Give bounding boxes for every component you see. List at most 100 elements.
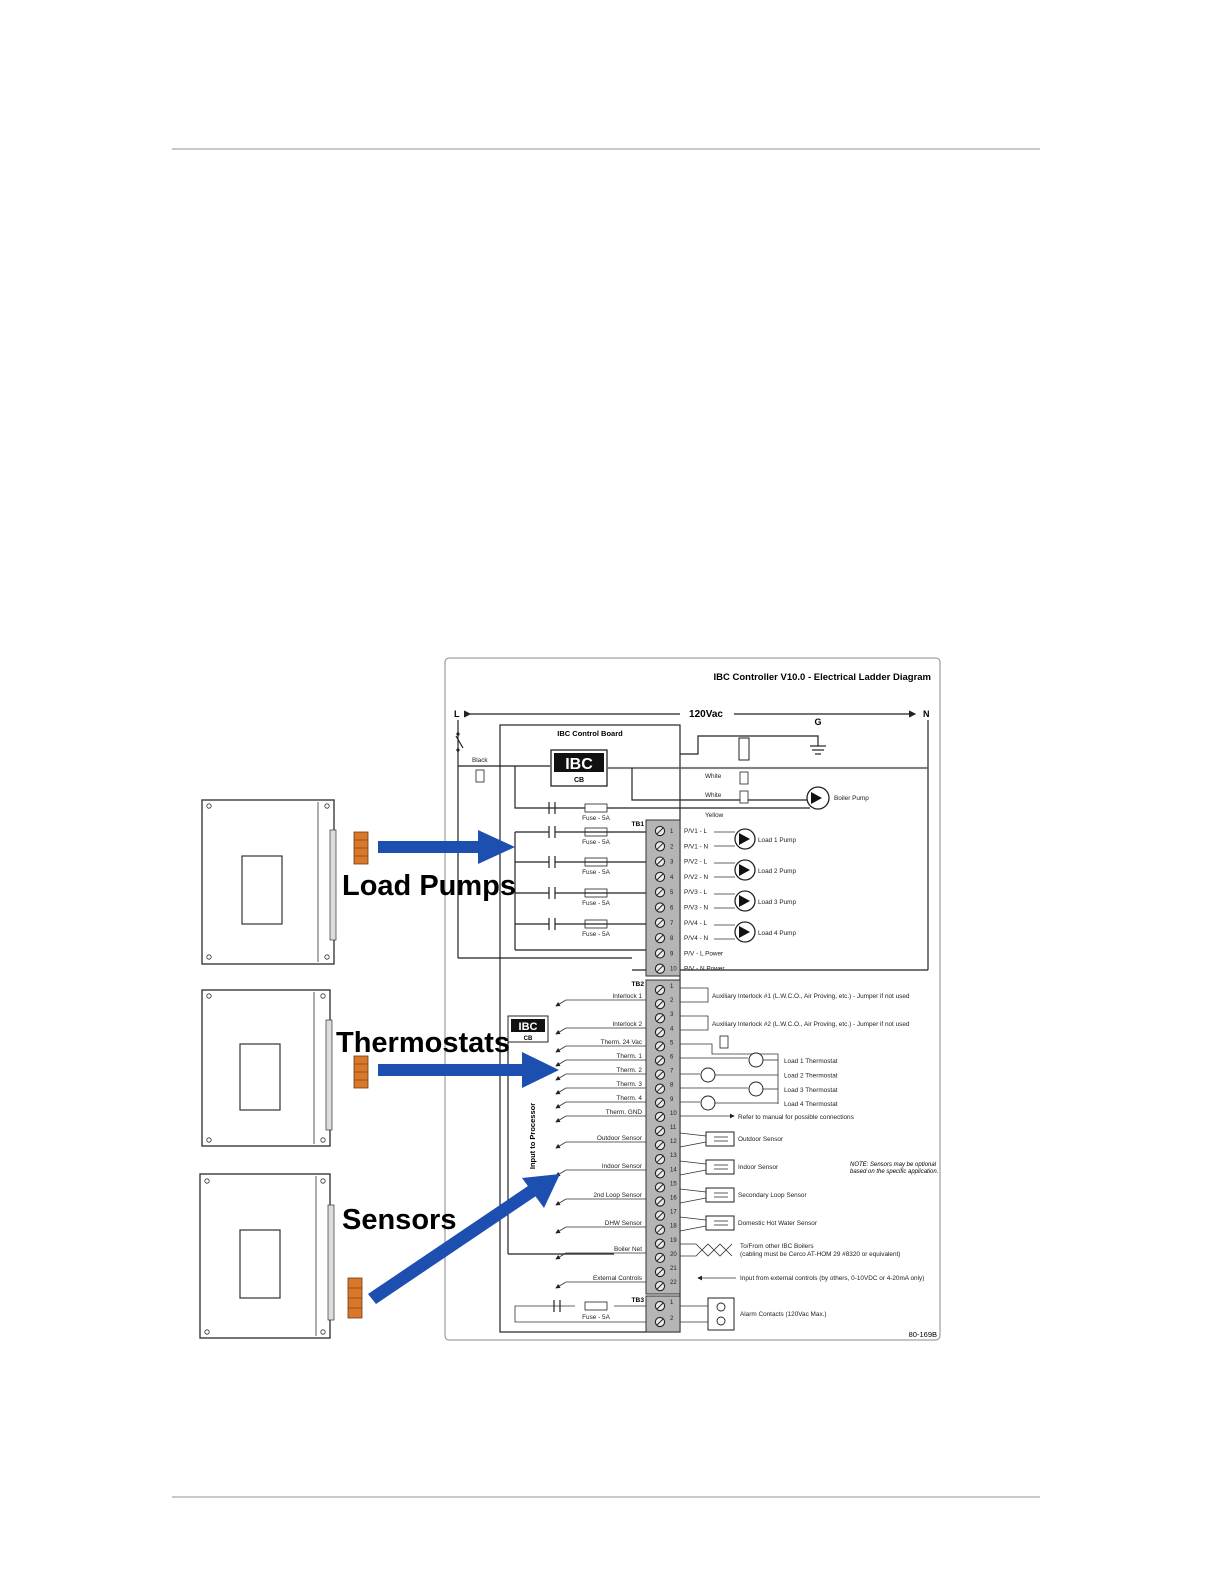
terminal-screw-slot (656, 873, 664, 881)
controller-unit-middle (201, 989, 333, 1147)
tb1-terminal-number: 5 (670, 890, 674, 896)
tb2-terminal-number: 1 (670, 984, 674, 990)
tb2-input-label: Therm. GND (606, 1109, 643, 1116)
tb2-terminal-number: 19 (670, 1238, 677, 1244)
thermostat-label: Load 4 Thermostat (784, 1101, 838, 1108)
fuse-symbol (584, 803, 608, 813)
boiler-pump-symbol (806, 786, 830, 810)
thermostat-label: Load 1 Thermostat (784, 1058, 838, 1065)
tb1-terminal-number: 2 (670, 844, 674, 850)
tb2-input-label: Therm. 24 Vac (601, 1039, 643, 1046)
footer-rule (172, 1496, 1040, 1498)
tb1-terminal-number: 1 (670, 829, 674, 835)
alarm-contact-symbol (680, 1297, 735, 1331)
header-rule (172, 148, 1040, 150)
tb1-terminal-label: P/V3 - L (684, 889, 708, 896)
tb1-terminal-number: 10 (670, 967, 677, 973)
pump-arrow-icon (739, 864, 750, 876)
tb1-terminal-label: P/V3 - N (684, 905, 709, 912)
sensor-icon (705, 1215, 735, 1231)
thermostat-label: Load 2 Thermostat (784, 1072, 838, 1079)
terminal-screw-slot (656, 1254, 664, 1262)
arrow-thermostats (378, 1052, 559, 1088)
pump-arrow-icon (739, 926, 750, 938)
refer-manual-note: Refer to manual for possible connections (738, 1114, 854, 1121)
tb2-terminal-number: 5 (670, 1040, 674, 1046)
terminal-screw-slot (656, 858, 664, 865)
tb2-input-arrow (555, 1141, 567, 1149)
tb2-terminal-number: 22 (670, 1280, 677, 1286)
yellow-wire-label: Yellow (705, 812, 724, 819)
terminal-block-thermostats (353, 1055, 369, 1089)
terminal-screw-slot (656, 904, 664, 911)
tb2-terminal-number: 4 (670, 1026, 674, 1032)
tb2-terminal-number: 2 (670, 998, 674, 1004)
boiler-net-line-1: To/From other IBC Boilers (740, 1243, 814, 1250)
sensor-icon (705, 1131, 735, 1147)
terminal-screw-slot (656, 1302, 664, 1310)
tb2-terminal-number: 16 (670, 1196, 677, 1202)
terminal-screw-slot (656, 934, 664, 942)
tb2-terminal-number: 9 (670, 1097, 674, 1103)
terminal-screw-slot (656, 1028, 664, 1036)
terminal-screw-slot (656, 1268, 664, 1276)
tb2-terminal-number: 21 (670, 1266, 677, 1272)
control-board-label: IBC Control Board (557, 729, 623, 738)
fuse-label: Fuse - 5A (582, 839, 610, 846)
tb2-input-label: Interlock 1 (613, 993, 643, 1000)
tb1-terminal-number: 9 (670, 951, 674, 957)
terminal-screw-slot (656, 919, 664, 927)
alarm-contacts-label: Alarm Contacts (120Vac Max.) (740, 1311, 827, 1318)
tb2-input-arrow (555, 1027, 567, 1035)
boiler-net-line-2: (cabling must be Cerco AT-HOM 29 #8320 o… (740, 1251, 900, 1258)
sensor-wire (679, 1169, 707, 1176)
terminal-screw-slot (656, 1240, 664, 1248)
terminal-block-sensors (347, 1277, 363, 1319)
sensor-label: Outdoor Sensor (738, 1136, 784, 1143)
tb2-terminal-number: 3 (670, 1012, 674, 1018)
callout-load-pumps: Load Pumps (342, 870, 516, 902)
terminal-screw-slot (656, 1127, 664, 1135)
tb2-terminal-number: 12 (670, 1139, 677, 1145)
terminal-screw-slot (656, 1085, 664, 1093)
tb1-terminal-number: 6 (670, 906, 674, 912)
sensor-wire (679, 1141, 707, 1148)
tb2-input-label: Therm. 2 (616, 1067, 642, 1074)
tb1-terminal-label: P/V2 - L (684, 859, 708, 866)
tb2-label: TB2 (632, 981, 645, 988)
tb1-terminal-number: 3 (670, 860, 674, 866)
sensor-icon (705, 1187, 735, 1203)
sensor-wire (679, 1132, 707, 1137)
black-wire-label: Black (472, 757, 488, 764)
svg-text:CB: CB (524, 1036, 533, 1042)
tb1-terminal-label: P/V2 - N (684, 874, 709, 881)
svg-text:IBC: IBC (519, 1021, 538, 1033)
tb2-input-label: Boiler Net (614, 1246, 642, 1253)
terminal-screw-slot (656, 1212, 664, 1219)
sensor-icon (705, 1159, 735, 1175)
boiler-pump-label: Boiler Pump (834, 795, 869, 802)
thermostat-label: Load 3 Thermostat (784, 1087, 838, 1094)
white-wire-label-2: White (705, 792, 722, 799)
tb2-input-arrow (555, 1198, 567, 1206)
sensor-label: Indoor Sensor (738, 1164, 779, 1171)
tb2-terminal-number: 14 (670, 1167, 677, 1173)
tb2-input-arrow (555, 1115, 567, 1123)
tb2-terminal-number: 8 (670, 1083, 674, 1089)
tb2-input-label: DHW Sensor (605, 1220, 643, 1227)
terminal-screw-slot (656, 965, 664, 973)
external-input-note: Input from external controls (by others,… (740, 1275, 924, 1282)
tb2-terminal-number: 11 (670, 1125, 677, 1131)
callout-sensors: Sensors (342, 1204, 456, 1236)
tb1-terminal-number: 4 (670, 875, 674, 881)
tb2-input-label: Interlock 2 (613, 1021, 643, 1028)
terminal-screw-slot (656, 827, 664, 835)
tb1-terminal-label: P/V - L Power (684, 950, 724, 957)
sensor-wire (679, 1160, 707, 1165)
tb2-terminal-number: 15 (670, 1181, 677, 1187)
tb1-terminal-number: 7 (670, 921, 674, 927)
load-pump-label: Load 2 Pump (758, 868, 796, 875)
tb2-terminal-number: 20 (670, 1252, 677, 1258)
tb2-input-arrow (555, 1045, 567, 1053)
svg-text:CB: CB (574, 777, 584, 784)
